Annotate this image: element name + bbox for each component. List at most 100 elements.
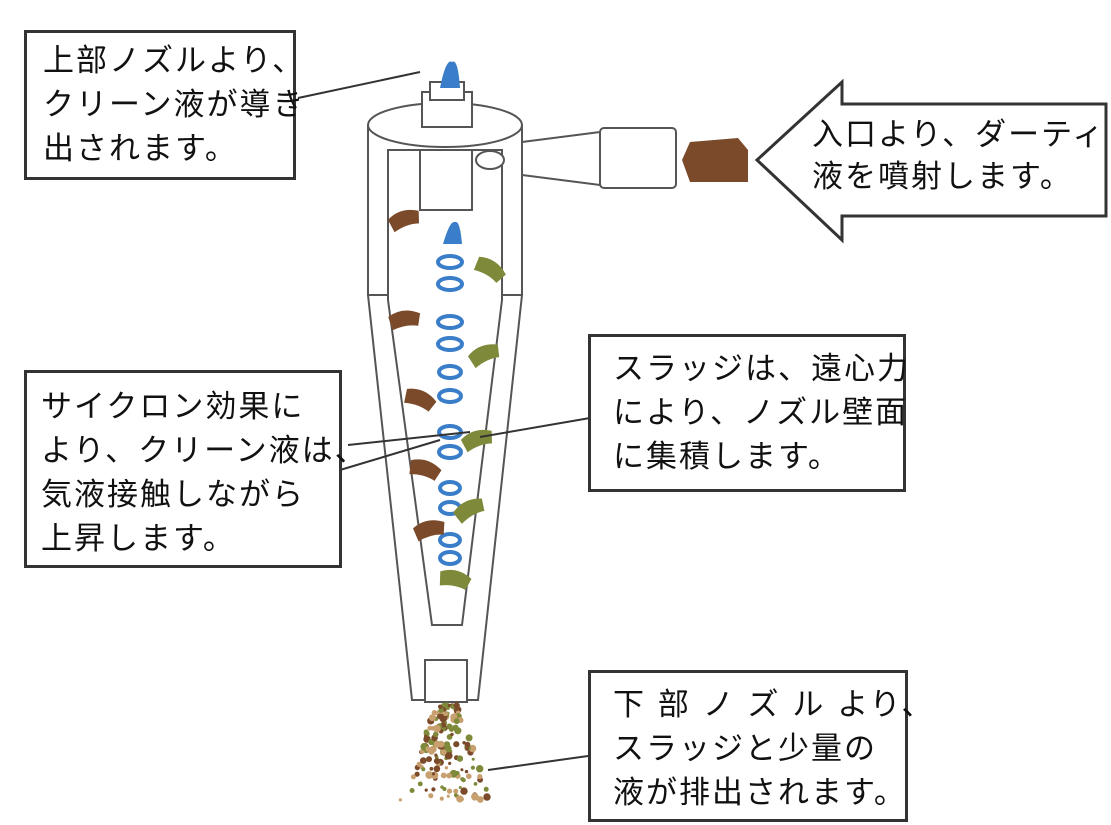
spray-droplet: [416, 761, 422, 767]
spray-droplet: [477, 774, 483, 780]
spray-droplet: [446, 723, 453, 730]
callout-cyclone: サイクロン効果に より、クリーン液は、 気液接触しながら 上昇します。: [24, 370, 368, 568]
spray-droplet: [426, 756, 432, 763]
spray-droplet: [424, 734, 428, 739]
callout-text-line: 入口より、ダーティ: [812, 117, 1106, 153]
spray-droplet: [470, 765, 475, 770]
spray-droplet: [414, 771, 420, 777]
inlet-arrow: [754, 78, 1108, 244]
sludge-particle: [387, 209, 420, 233]
helix-coil: [437, 364, 463, 380]
spray-droplet: [428, 714, 436, 722]
spray-droplet: [437, 713, 443, 719]
spray-droplet: [409, 788, 415, 793]
callout-text-line: スラッジは、遠心力: [613, 351, 910, 387]
spray-droplet: [456, 755, 464, 762]
spray-droplet: [458, 786, 462, 789]
spray-droplet: [433, 758, 441, 765]
spray-droplet: [446, 794, 450, 798]
spray-droplet: [453, 793, 458, 797]
sludge-particles: [387, 209, 506, 590]
callout-text-line: 気液接触しながら: [41, 477, 305, 513]
callout-text-line: 出されます。: [43, 131, 238, 167]
callout-inlet: 入口より、ダーティ 液を噴射します。: [812, 114, 1106, 198]
sludge-particle: [473, 256, 506, 283]
spray-droplet: [464, 769, 469, 774]
helix-coil: [436, 276, 464, 292]
spray-droplet: [440, 772, 447, 779]
sludge-particle: [409, 459, 442, 481]
spray-droplet: [465, 734, 473, 742]
spray-droplet: [465, 746, 469, 751]
spray-droplet: [460, 768, 464, 772]
spray-droplet: [473, 782, 478, 786]
spray-droplet: [446, 772, 452, 779]
spray-droplet: [444, 751, 453, 760]
sludge-particle: [404, 388, 437, 412]
helix-coil: [438, 532, 462, 548]
spray-droplet: [440, 785, 444, 789]
sludge-particle: [412, 520, 445, 542]
sludge-particle: [453, 498, 485, 524]
callout-text-line: 上昇します。: [41, 521, 236, 557]
dirty-inlet-nozzle: [682, 138, 748, 182]
helix-coil: [437, 444, 463, 460]
spray-droplet: [460, 777, 465, 782]
callout-text-line: より、クリーン液は、: [41, 433, 368, 469]
spray-droplet: [423, 729, 429, 735]
spray-droplet: [429, 766, 434, 771]
helix-coil: [436, 336, 464, 352]
spray-droplet: [410, 774, 416, 780]
callout-text-line: に集積します。: [613, 439, 841, 475]
spray-droplet: [446, 788, 453, 794]
spray-droplet: [471, 757, 475, 761]
spray-droplet: [433, 731, 439, 738]
spray-droplet: [398, 798, 402, 802]
spray-droplet: [466, 773, 472, 780]
spray-droplet: [450, 732, 454, 737]
spray-droplet: [452, 724, 459, 731]
callout-text-line: スラッジと少量の: [613, 731, 877, 767]
spray-droplet: [453, 702, 460, 709]
spray-droplet: [428, 793, 434, 799]
spray-droplet: [438, 704, 443, 709]
spray-droplet: [438, 707, 444, 714]
callout-text-line: 液が排出されます。: [613, 775, 907, 811]
spray-droplet: [444, 766, 449, 770]
spray-droplet: [448, 761, 452, 766]
spray-droplet: [453, 718, 460, 725]
spray-droplet: [420, 757, 427, 764]
spray-droplet: [425, 746, 431, 752]
discharge-spray: [398, 702, 491, 803]
callout-bottom-nozzle: 下 部 ノ ズ ル より、 スラッジと少量の 液が排出されます。: [588, 670, 935, 822]
spray-droplet: [434, 753, 438, 757]
helix-coil: [437, 388, 463, 404]
spray-droplet: [433, 765, 441, 773]
spray-droplet: [445, 712, 449, 716]
callout-top-nozzle: 上部ノズルより、 クリーン液が導き 出されます。: [24, 30, 303, 180]
spray-droplet: [453, 741, 460, 748]
spray-droplet: [460, 787, 468, 795]
spray-droplet: [421, 767, 426, 772]
spray-droplet: [429, 745, 437, 753]
spray-droplet: [447, 703, 452, 708]
helix-coil: [438, 550, 462, 566]
callout-text-line: 液を噴射します。: [812, 159, 1073, 195]
callout-text-line: により、ノズル壁面: [613, 395, 909, 431]
spray-droplet: [433, 724, 441, 733]
spray-droplet: [430, 771, 439, 779]
spray-droplet: [441, 724, 445, 728]
spray-droplet: [453, 788, 459, 794]
spray-droplet: [462, 741, 466, 745]
spray-droplet: [483, 786, 489, 792]
spray-droplet: [417, 781, 423, 787]
sludge-particle: [467, 344, 500, 369]
callout-text-line: 下 部 ノ ズ ル より、: [613, 687, 935, 723]
leader-lines: [297, 71, 591, 771]
spray-droplet: [424, 788, 428, 792]
sludge-particle: [439, 569, 472, 590]
clean-fluid: [440, 61, 462, 244]
sludge-particle: [388, 310, 421, 331]
callout-text-line: サイクロン効果に: [41, 389, 305, 425]
